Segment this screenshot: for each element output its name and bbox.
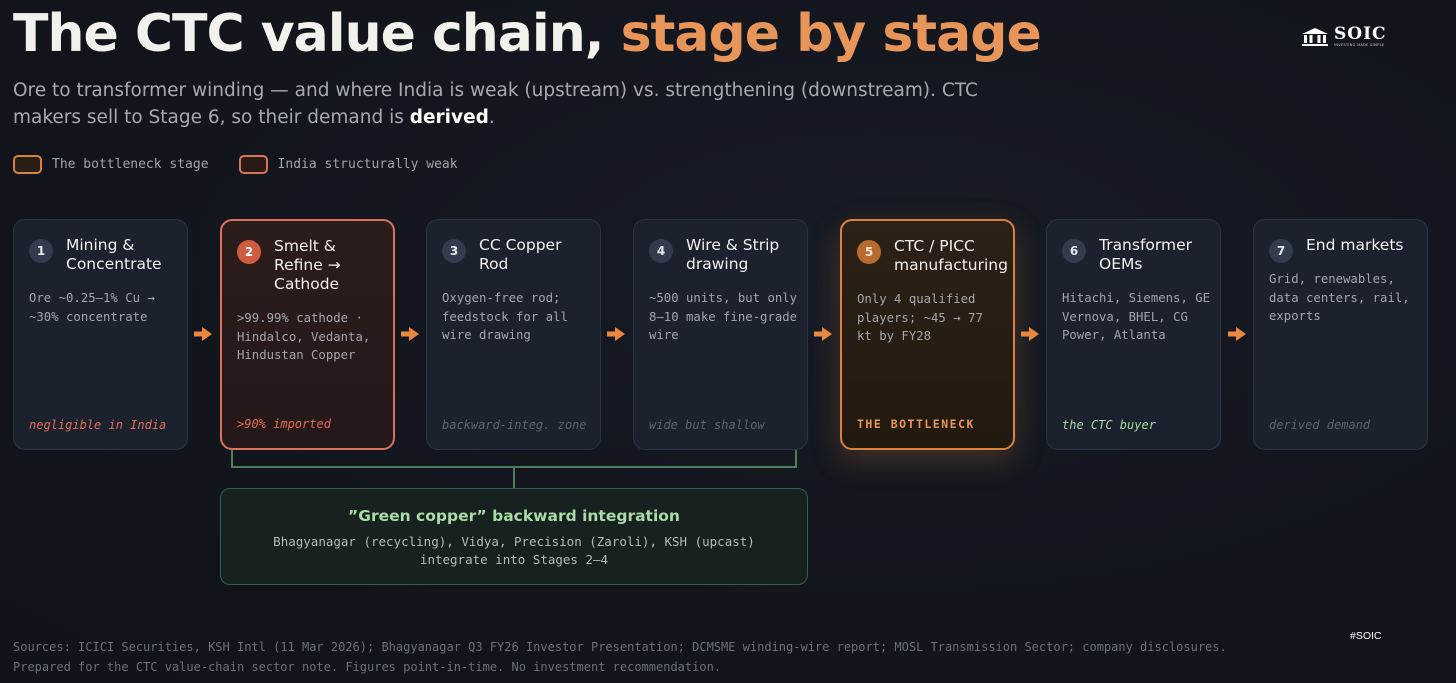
stage-title: Wire & Strip drawing xyxy=(686,236,780,273)
green-copper-line-1: Bhagyanagar (recycling), Vidya, Precisio… xyxy=(273,534,755,549)
stage-description: Only 4 qualified players; ~45 → 77 kt by… xyxy=(857,292,983,343)
flow-arrow-icon xyxy=(401,327,419,341)
stage-footer: the CTC buyer xyxy=(1062,418,1156,432)
stage-footer: THE BOTTLENECK xyxy=(857,417,975,431)
legend-item-bottleneck: The bottleneck stage xyxy=(13,155,209,174)
green-copper-body: Bhagyanagar (recycling), Vidya, Precisio… xyxy=(221,533,807,569)
stage-number-badge: 2 xyxy=(237,240,261,264)
stage-footer: negligible in India xyxy=(29,418,167,432)
stage-title: End markets xyxy=(1306,236,1404,254)
hashtag: #SOIC xyxy=(1350,630,1382,642)
green-copper-line-2: integrate into Stages 2–4 xyxy=(419,552,609,567)
legend-item-weak: India structurally weak xyxy=(238,155,458,174)
stage-card-2: 2 Smelt & Refine → Cathode >99.99% catho… xyxy=(220,219,395,450)
sources-footer: Sources: ICICI Securities, KSH Intl (11 … xyxy=(13,637,1227,677)
stage-title: CC Copper Rod xyxy=(479,236,562,273)
logo-tagline: INVESTING MADE SIMPLE xyxy=(1334,43,1385,47)
stage-header: 2 Smelt & Refine → Cathode xyxy=(237,237,387,294)
bank-building-icon xyxy=(1302,27,1328,46)
stage-footer: wide but shallow xyxy=(649,418,765,432)
stage-description: Hitachi, Siemens, GE Vernova, BHEL, CG P… xyxy=(1062,291,1211,342)
stage-number-badge: 5 xyxy=(857,240,881,264)
stage-card-1: 1 Mining & Concentrate Ore ~0.25–1% Cu →… xyxy=(13,219,188,450)
green-copper-box: ”Green copper” backward integration Bhag… xyxy=(220,488,808,585)
stage-header: 7 End markets xyxy=(1269,236,1421,263)
stage-header: 3 CC Copper Rod xyxy=(442,236,594,274)
stage-description: Ore ~0.25–1% Cu → ~30% concentrate xyxy=(29,291,155,324)
page-title: The CTC value chain, stage by stage xyxy=(13,4,1042,64)
stage-description: >99.99% cathode · Hindalco, Vedanta, Hin… xyxy=(237,311,371,362)
stage-title: Smelt & Refine → Cathode xyxy=(274,237,341,293)
stage-card-4: 4 Wire & Strip drawing ~500 units, but o… xyxy=(633,219,808,450)
subtitle-bold: derived xyxy=(409,107,489,128)
stage-card-3: 3 CC Copper Rod Oxygen-free rod; feedsto… xyxy=(426,219,601,450)
stage-footer: derived demand xyxy=(1269,418,1371,432)
stage-description: Grid, renewables, data centers, rail, ex… xyxy=(1269,272,1410,323)
page-subtitle: Ore to transformer winding — and where I… xyxy=(13,77,1043,131)
stage-title: Mining & Concentrate xyxy=(66,236,162,273)
stage-header: 1 Mining & Concentrate xyxy=(29,236,181,274)
flow-arrow-icon xyxy=(1021,327,1039,341)
stage-number-badge: 3 xyxy=(442,239,466,263)
legend-label: India structurally weak xyxy=(277,157,458,172)
disclaimer-line: Prepared for the CTC value-chain sector … xyxy=(13,660,722,674)
title-main: The CTC value chain, xyxy=(13,4,621,64)
stage-header: 5 CTC / PICC manufacturing xyxy=(857,237,1008,275)
stage-footer: >90% imported xyxy=(237,417,331,431)
stage-number-badge: 7 xyxy=(1269,239,1293,263)
stage-card-7: 7 End markets Grid, renewables, data cen… xyxy=(1253,219,1428,450)
flow-arrow-icon xyxy=(194,327,212,341)
stage-number-badge: 6 xyxy=(1062,239,1086,263)
subtitle-end: . xyxy=(488,107,495,128)
stage-title: Transformer OEMs xyxy=(1099,236,1193,273)
title-accent: stage by stage xyxy=(620,4,1042,64)
stage-header: 4 Wire & Strip drawing xyxy=(649,236,801,274)
green-copper-title: ”Green copper” backward integration xyxy=(348,507,680,525)
stage-card-5: 5 CTC / PICC manufacturing Only 4 qualif… xyxy=(840,219,1015,450)
stage-card-6: 6 Transformer OEMs Hitachi, Siemens, GE … xyxy=(1046,219,1221,450)
weak-swatch xyxy=(238,155,268,174)
sources-line: Sources: ICICI Securities, KSH Intl (11 … xyxy=(13,640,1227,654)
stage-number-badge: 4 xyxy=(649,239,673,263)
legend: The bottleneck stage India structurally … xyxy=(13,155,488,174)
stage-description: ~500 units, but only 8–10 make fine-grad… xyxy=(649,291,798,342)
flow-arrow-icon xyxy=(607,327,625,341)
flow-arrow-icon xyxy=(814,327,832,341)
stage-footer: backward-integ. zone xyxy=(442,418,587,432)
flow-arrow-icon xyxy=(1228,327,1246,341)
bottleneck-swatch xyxy=(13,155,42,174)
stage-title: CTC / PICC manufacturing xyxy=(894,237,1008,274)
stage-number-badge: 1 xyxy=(29,239,53,263)
soic-logo: SOIC INVESTING MADE SIMPLE xyxy=(1300,26,1387,48)
logo-name: SOIC xyxy=(1334,24,1387,44)
stage-description: Oxygen-free rod; feedstock for all wire … xyxy=(442,291,568,342)
legend-label: The bottleneck stage xyxy=(52,157,209,172)
stage-header: 6 Transformer OEMs xyxy=(1062,236,1214,274)
subtitle-text: Ore to transformer winding — and where I… xyxy=(13,80,978,128)
